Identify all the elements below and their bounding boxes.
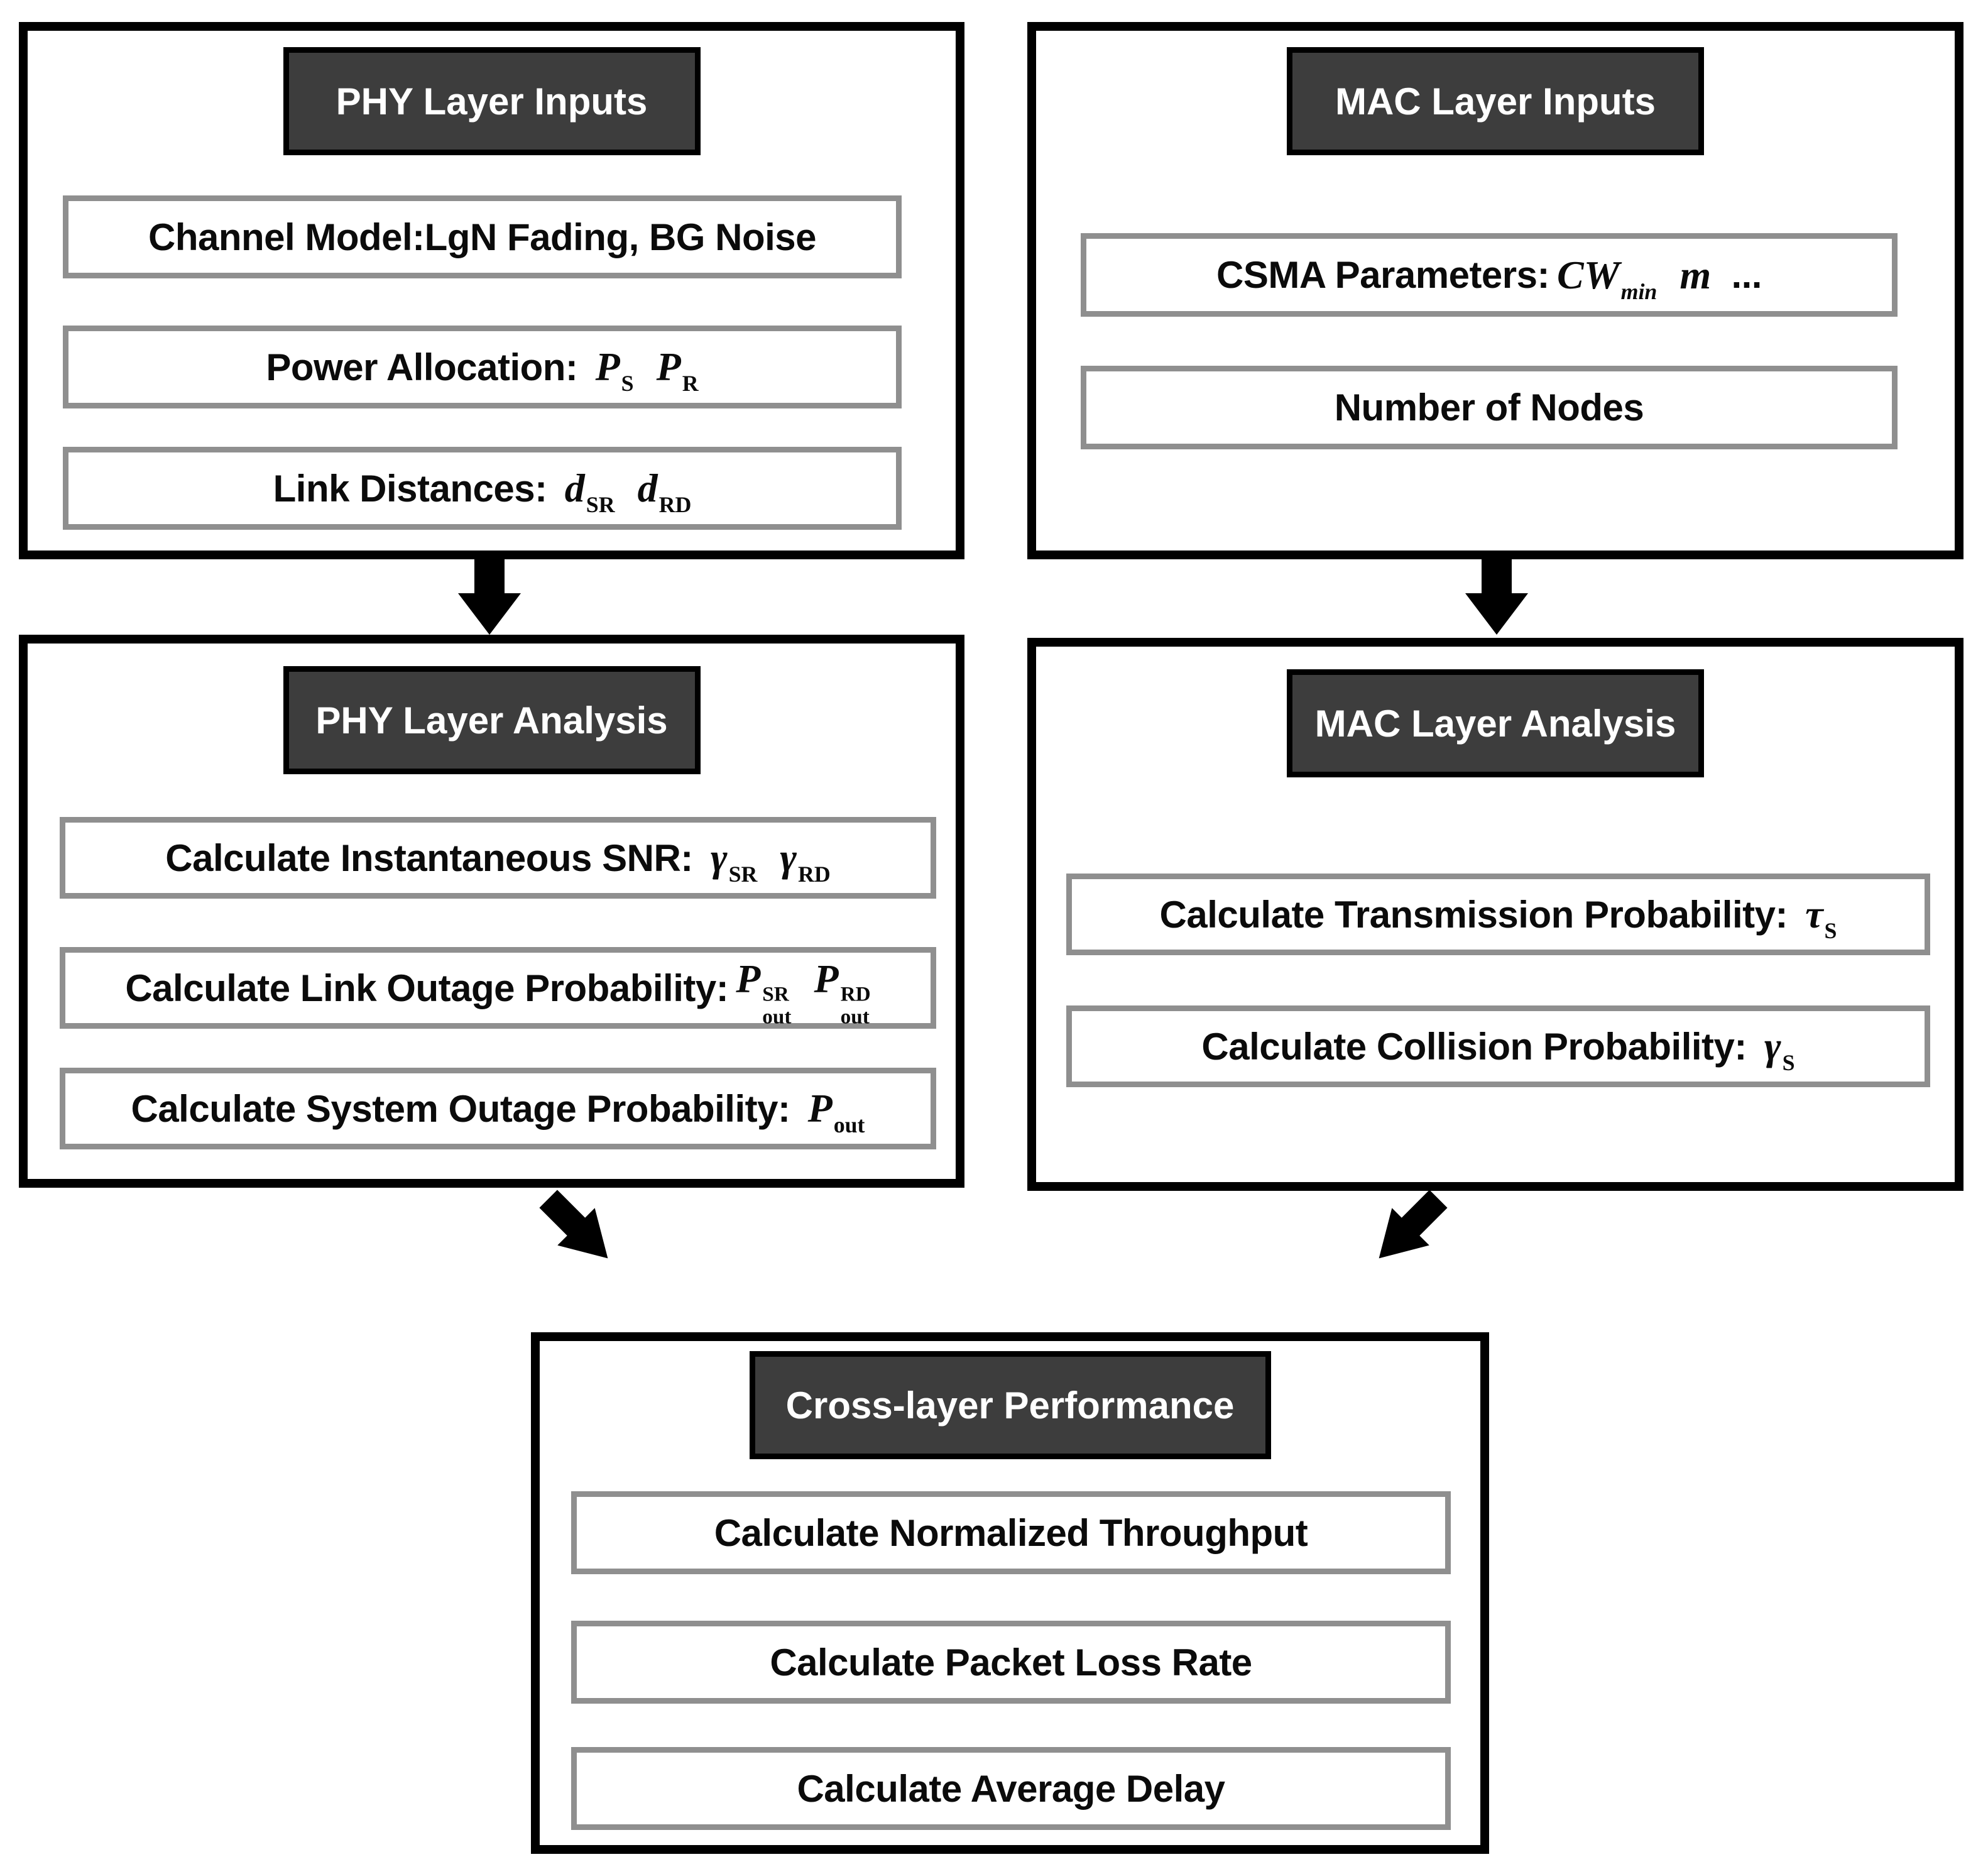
panel-phy-analysis: PHY Layer Analysis Calculate Instantaneo…	[19, 635, 964, 1188]
label-text: Link Distances:	[273, 467, 557, 510]
math-symbol: m	[1679, 252, 1712, 297]
label-text: Power Allocation:	[266, 346, 588, 388]
sub-box: Number of Nodes	[1081, 366, 1898, 449]
label-text: Calculate Packet Loss Rate	[770, 1641, 1252, 1684]
label-text: Calculate Normalized Throughput	[714, 1511, 1308, 1554]
diagonal-arrow-phy-analysis-to-cross-layer	[539, 1190, 608, 1259]
label-text: Calculate Link Outage Probability:	[125, 967, 729, 1009]
label-text: Calculate System Outage Probability:	[131, 1087, 800, 1130]
sub-box: Channel Model:LgN Fading, BG Noise	[63, 195, 902, 278]
label-text: Number of Nodes	[1334, 386, 1644, 429]
panel-header-mac-inputs: MAC Layer Inputs	[1287, 47, 1704, 155]
panel-phy-inputs: PHY Layer Inputs Channel Model:LgN Fadin…	[19, 22, 964, 559]
label-text: Channel Model:LgN Fading, BG Noise	[148, 216, 817, 258]
down-arrow-phy-inputs-to-phy-analysis	[458, 557, 521, 635]
diagonal-arrow-mac-analysis-to-cross-layer	[1379, 1190, 1448, 1259]
sub-box: Calculate Packet Loss Rate	[571, 1621, 1451, 1704]
panel-cross-layer: Cross-layer Performance Calculate Normal…	[531, 1332, 1489, 1854]
panel-header-mac-analysis: MAC Layer Analysis	[1287, 669, 1704, 777]
label-text: Calculate Collision Probability:	[1201, 1025, 1757, 1068]
panel-mac-analysis: MAC Layer Analysis Calculate Transmissio…	[1027, 638, 1963, 1191]
down-arrow-mac-inputs-to-mac-analysis	[1465, 557, 1528, 635]
label-text: CSMA Parameters:	[1216, 254, 1549, 296]
panel-header-phy-inputs: PHY Layer Inputs	[283, 47, 701, 155]
sub-box: Calculate Average Delay	[571, 1747, 1451, 1830]
label-text: Calculate Transmission Probability:	[1159, 893, 1798, 936]
panel-header-cross-layer: Cross-layer Performance	[749, 1351, 1271, 1459]
label-text: Calculate Instantaneous SNR:	[165, 836, 703, 879]
label-text: Calculate Average Delay	[797, 1767, 1225, 1810]
panel-header-phy-analysis: PHY Layer Analysis	[283, 666, 701, 774]
sub-box: Calculate Normalized Throughput	[571, 1491, 1451, 1574]
label-text: ...	[1711, 254, 1762, 296]
